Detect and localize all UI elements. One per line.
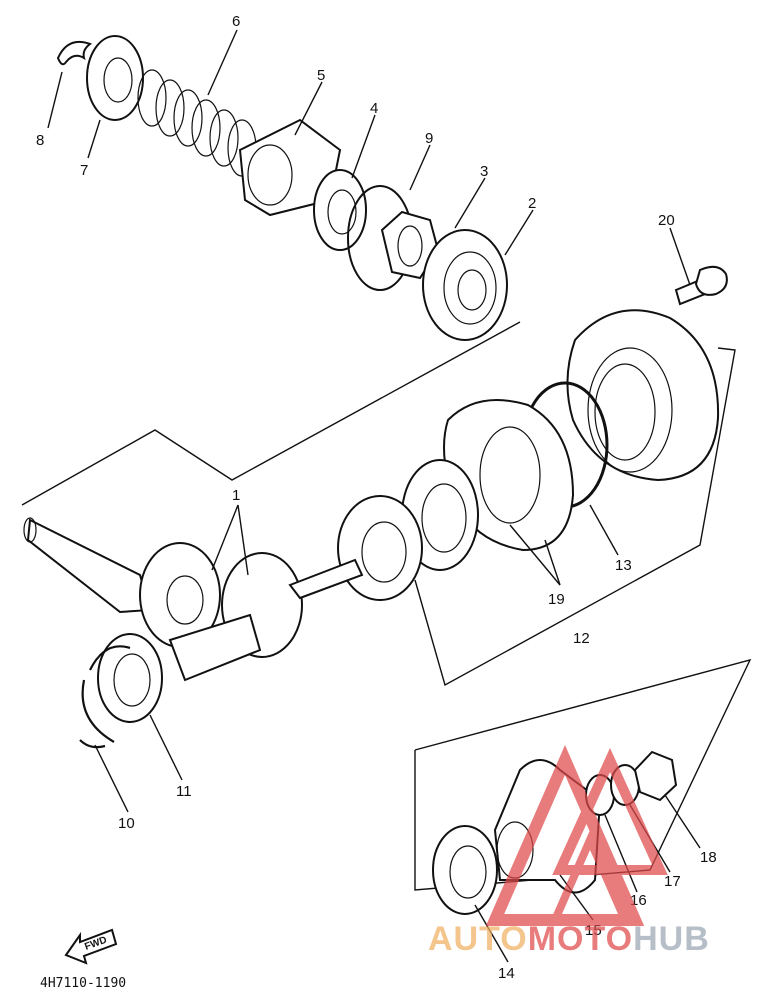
part-11-bearing — [97, 633, 163, 723]
part-18-nut — [633, 750, 678, 802]
part-14-seal — [432, 825, 498, 915]
label-part-18: 18 — [700, 849, 717, 866]
part-number-labels: 6 5 4 9 3 2 8 7 20 1 13 19 12 10 11 14 1… — [36, 13, 717, 982]
lower-gear-assembly — [23, 517, 364, 749]
label-part-1: 1 — [232, 487, 240, 504]
part-12-housing — [566, 309, 720, 482]
watermark-text-hub: HUB — [633, 920, 710, 958]
watermark-text-auto: AUTO — [428, 920, 528, 958]
label-part-14: 14 — [498, 965, 515, 982]
label-part-12: 12 — [573, 630, 590, 647]
svg-text:AUTOMOTOHUB: AUTOMOTOHUB — [428, 920, 710, 958]
part-4-gear — [313, 169, 367, 251]
label-part-8: 8 — [36, 132, 44, 149]
watermark: AUTOMOTOHUB — [428, 745, 710, 958]
automotohub-logo-icon — [485, 745, 668, 926]
label-part-2: 2 — [528, 195, 536, 212]
watermark-text-moto: MOTO — [528, 920, 633, 958]
label-part-9: 9 — [425, 130, 433, 147]
label-part-3: 3 — [480, 163, 488, 180]
bearing-retainer — [337, 495, 423, 601]
upper-shaft-assembly — [56, 35, 508, 341]
part-10-circlip — [79, 645, 131, 749]
label-part-19: 19 — [548, 591, 565, 608]
label-part-5: 5 — [317, 67, 325, 84]
label-part-13: 13 — [615, 557, 632, 574]
label-part-10: 10 — [118, 815, 135, 832]
part-8-clip — [56, 40, 93, 66]
label-part-4: 4 — [370, 100, 378, 117]
label-part-11: 11 — [176, 783, 192, 800]
part-1-pinion-shaft — [26, 518, 152, 614]
label-part-17: 17 — [664, 873, 681, 890]
housing-assembly — [337, 309, 720, 601]
bracket-part-1 — [21, 321, 521, 506]
fwd-arrow: FWD — [64, 928, 118, 965]
label-part-6: 6 — [232, 13, 240, 30]
drawing-code: 4H7110-1190 — [40, 976, 126, 991]
part-20-bolt — [674, 265, 728, 306]
label-part-7: 7 — [80, 162, 88, 179]
label-part-15: 15 — [585, 922, 602, 939]
part-6-spring — [137, 69, 257, 177]
leader-lines — [47, 29, 701, 963]
part-2-bearing — [422, 229, 508, 341]
part-7-collar — [86, 35, 144, 121]
label-part-20: 20 — [658, 212, 675, 229]
bracket-part-12 — [414, 347, 736, 687]
